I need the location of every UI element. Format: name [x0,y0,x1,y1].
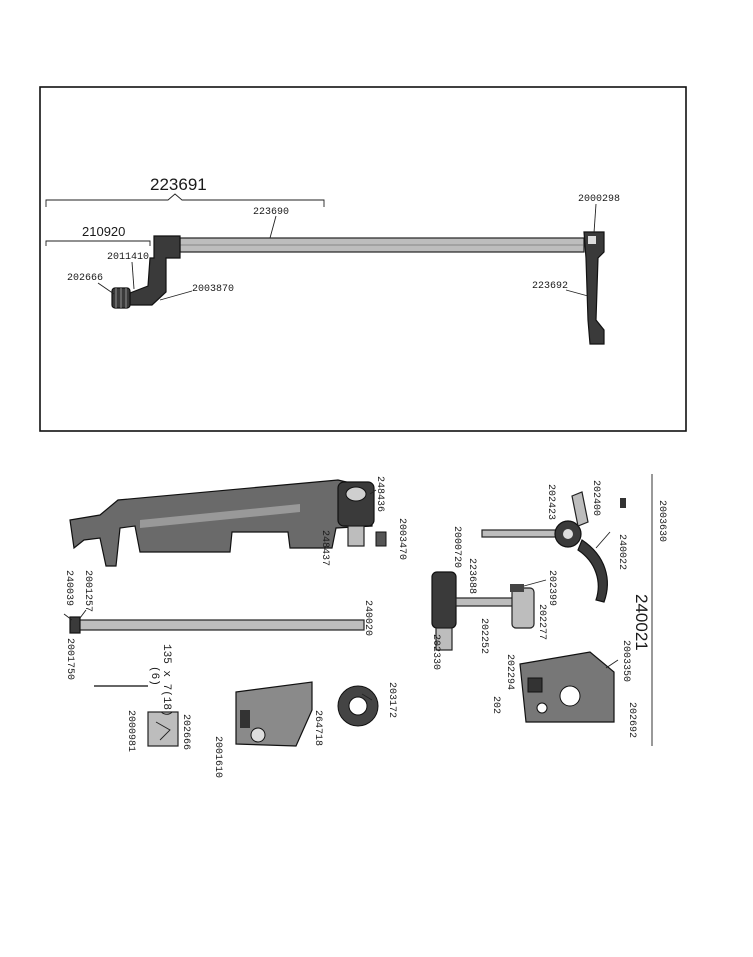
bushing-pin [348,526,364,546]
cover-screw [251,728,265,742]
label-202666: 202666 [180,714,191,750]
label-203172: 203172 [386,682,397,718]
label-2011410: 2011410 [107,252,149,263]
pin-c [620,498,626,508]
label-240020: 240020 [362,600,373,636]
label-spring-qty: (6) [148,666,160,686]
assembly-brace [46,194,324,207]
label-202252: 202252 [478,618,489,654]
left-bracket [130,236,180,305]
label-202692: 202692 [626,702,637,738]
clip [148,712,178,746]
label-248437: 248437 [319,530,330,566]
fork-shaft [482,530,562,537]
sub-assembly-brace [46,241,150,246]
label-202277: 202277 [536,604,547,640]
label-210920: 210920 [82,224,125,239]
label-202330: 202330 [430,634,441,670]
shift-rod [76,620,364,630]
label-202423: 202423 [545,484,556,520]
label-223688: 223688 [466,558,477,594]
label-2003470: 2003470 [396,518,407,560]
label-2003870: 2003870 [192,284,234,295]
label-240021: 240021 [632,594,651,651]
label-240022: 240022 [616,534,627,570]
label-2001610: 2001610 [212,736,223,778]
label-2000720: 2000720 [451,526,462,568]
label-2003630: 2003630 [656,500,667,542]
label-202399: 202399 [546,570,557,606]
label-202: 202 [490,696,501,714]
top-figure: 223691 210920 223690 2000298 223692 2011… [40,87,686,431]
shift-fork [578,540,607,602]
label-202666: 202666 [67,273,103,284]
label-223691: 223691 [150,175,207,194]
bracket-block [512,588,534,628]
label-spring-size: 135 x 7(18) [160,644,172,717]
right-lever [584,232,604,344]
label-223690: 223690 [253,207,289,218]
label-223692: 223692 [532,281,568,292]
bottom-left-panel: 248436 248437 2003470 2001257 240039 240… [63,476,407,778]
label-2001750: 2001750 [64,638,75,680]
label-202400: 202400 [590,480,601,516]
label-2000298: 2000298 [578,194,620,205]
set-screw [376,532,386,546]
label-248436: 248436 [374,476,385,512]
label-2003350: 2003350 [620,640,631,682]
label-2001257: 2001257 [82,570,93,612]
plate-screw [528,678,542,692]
link [456,598,516,606]
label-264718: 264718 [312,710,323,746]
coupling [432,572,456,628]
bottom-right-panel: 2003630 202400 202423 240022 240021 2000… [430,474,667,746]
label-202294: 202294 [504,654,515,690]
label-240039: 240039 [63,570,74,606]
stud [572,492,588,526]
label-2000981: 2000981 [125,710,136,752]
